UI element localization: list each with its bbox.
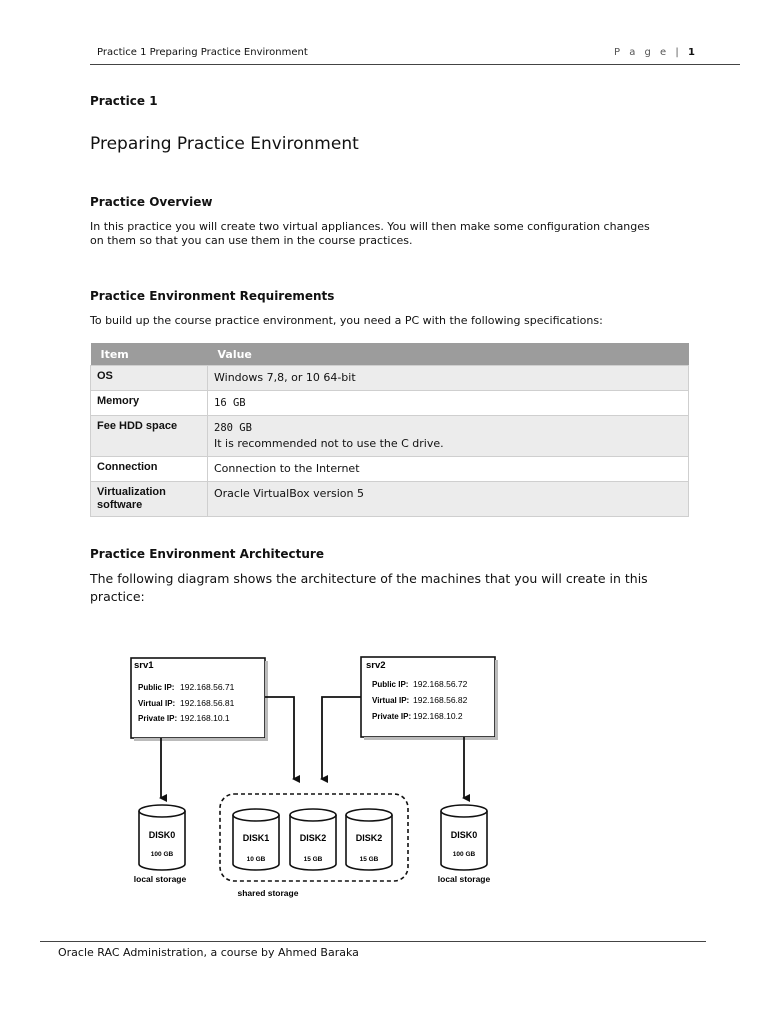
page-title: Preparing Practice Environment xyxy=(90,134,359,154)
overview-paragraph: In this practice you will create two vir… xyxy=(90,220,690,248)
srv2-private-label: Private IP: xyxy=(372,712,411,721)
requirements-heading: Practice Environment Requirements xyxy=(90,289,335,303)
overview-line-2: on them so that you can use them in the … xyxy=(90,234,413,247)
row-item: Fee HDD space xyxy=(90,415,208,457)
srv1-virtual-label: Virtual IP: xyxy=(138,699,175,708)
shared-disk-3-size: 15 GB xyxy=(360,856,379,863)
shared-storage-caption: shared storage xyxy=(238,888,299,898)
overview-line-1: In this practice you will create two vir… xyxy=(90,220,650,233)
local-disk-right: DISK0 100 GB local storage xyxy=(438,804,491,884)
footer-divider xyxy=(40,941,706,942)
architecture-line-1: The following diagram shows the architec… xyxy=(90,571,648,586)
requirements-intro: To build up the course practice environm… xyxy=(90,314,603,327)
page-number: 1 xyxy=(687,47,695,58)
shared-disk-3-name: DISK2 xyxy=(356,833,383,843)
architecture-line-2: practice: xyxy=(90,589,145,604)
table-row: Virtualization software Oracle VirtualBo… xyxy=(90,481,689,517)
footer-text: Oracle RAC Administration, a course by A… xyxy=(58,946,359,959)
shared-disk-2: DISK2 15 GB xyxy=(289,808,337,871)
row-value: 280 GB xyxy=(214,422,252,434)
practice-label: Practice 1 xyxy=(90,94,158,108)
table-row: OS Windows 7,8, or 10 64-bit xyxy=(90,365,689,391)
srv2-name: srv2 xyxy=(366,660,386,671)
page-word: P a g e xyxy=(614,47,670,58)
srv1-virtual-ip: 192.168.56.81 xyxy=(180,698,235,708)
local-disk-left-size: 100 GB xyxy=(151,851,174,858)
shared-disk-2-size: 15 GB xyxy=(304,856,323,863)
connection-arrows xyxy=(159,696,470,802)
local-disk-right-name: DISK0 xyxy=(451,830,478,840)
srv1-private-label: Private IP: xyxy=(138,714,177,723)
srv2-box: srv2 Public IP: 192.168.56.72 Virtual IP… xyxy=(360,656,498,740)
header-divider xyxy=(90,64,740,65)
overview-heading: Practice Overview xyxy=(90,195,213,209)
shared-disk-1: DISK1 10 GB xyxy=(232,808,280,871)
header-title: Practice 1 Preparing Practice Environmen… xyxy=(97,47,308,58)
local-disk-left: DISK0 100 GB local storage xyxy=(134,804,187,884)
shared-disk-3: DISK2 15 GB xyxy=(345,808,393,871)
srv1-box: srv1 Public IP: 192.168.56.71 Virtual IP… xyxy=(130,657,268,741)
page-indicator: P a g e | 1 xyxy=(614,47,695,58)
shared-storage-boundary xyxy=(219,793,409,882)
page-separator: | xyxy=(669,47,682,58)
srv2-private-ip: 192.168.10.2 xyxy=(413,711,463,721)
row-value: Oracle VirtualBox version 5 xyxy=(207,481,689,517)
srv1-name: srv1 xyxy=(134,660,154,671)
column-header-item: Item xyxy=(90,343,208,366)
table-header-row: Item Value xyxy=(90,343,689,366)
srv1-public-label: Public IP: xyxy=(138,683,174,692)
srv2-public-label: Public IP: xyxy=(372,680,408,689)
row-note: It is recommended not to use the C drive… xyxy=(214,437,444,450)
srv2-public-ip: 192.168.56.72 xyxy=(413,679,468,689)
requirements-table: Item Value OS Windows 7,8, or 10 64-bit … xyxy=(90,343,689,517)
local-disk-right-size: 100 GB xyxy=(453,851,476,858)
row-value-cell: 280 GB It is recommended not to use the … xyxy=(207,415,689,457)
local-storage-right-caption: local storage xyxy=(438,874,491,884)
srv1-private-ip: 192.168.10.1 xyxy=(180,713,230,723)
table-row: Connection Connection to the Internet xyxy=(90,456,689,482)
row-item: OS xyxy=(90,365,208,391)
row-value: Windows 7,8, or 10 64-bit xyxy=(207,365,689,391)
table-row: Fee HDD space 280 GB It is recommended n… xyxy=(90,415,689,457)
shared-disk-1-size: 10 GB xyxy=(247,856,266,863)
row-value: Connection to the Internet xyxy=(207,456,689,482)
architecture-intro: The following diagram shows the architec… xyxy=(90,570,690,606)
architecture-heading: Practice Environment Architecture xyxy=(90,547,324,561)
column-header-value: Value xyxy=(207,343,689,366)
shared-disk-2-name: DISK2 xyxy=(300,833,327,843)
local-storage-left-caption: local storage xyxy=(134,874,187,884)
srv2-virtual-label: Virtual IP: xyxy=(372,696,409,705)
shared-disk-1-name: DISK1 xyxy=(243,833,270,843)
srv1-public-ip: 192.168.56.71 xyxy=(180,682,235,692)
local-disk-left-name: DISK0 xyxy=(149,830,176,840)
srv2-virtual-ip: 192.168.56.82 xyxy=(413,695,468,705)
row-item: Virtualization software xyxy=(90,481,208,517)
